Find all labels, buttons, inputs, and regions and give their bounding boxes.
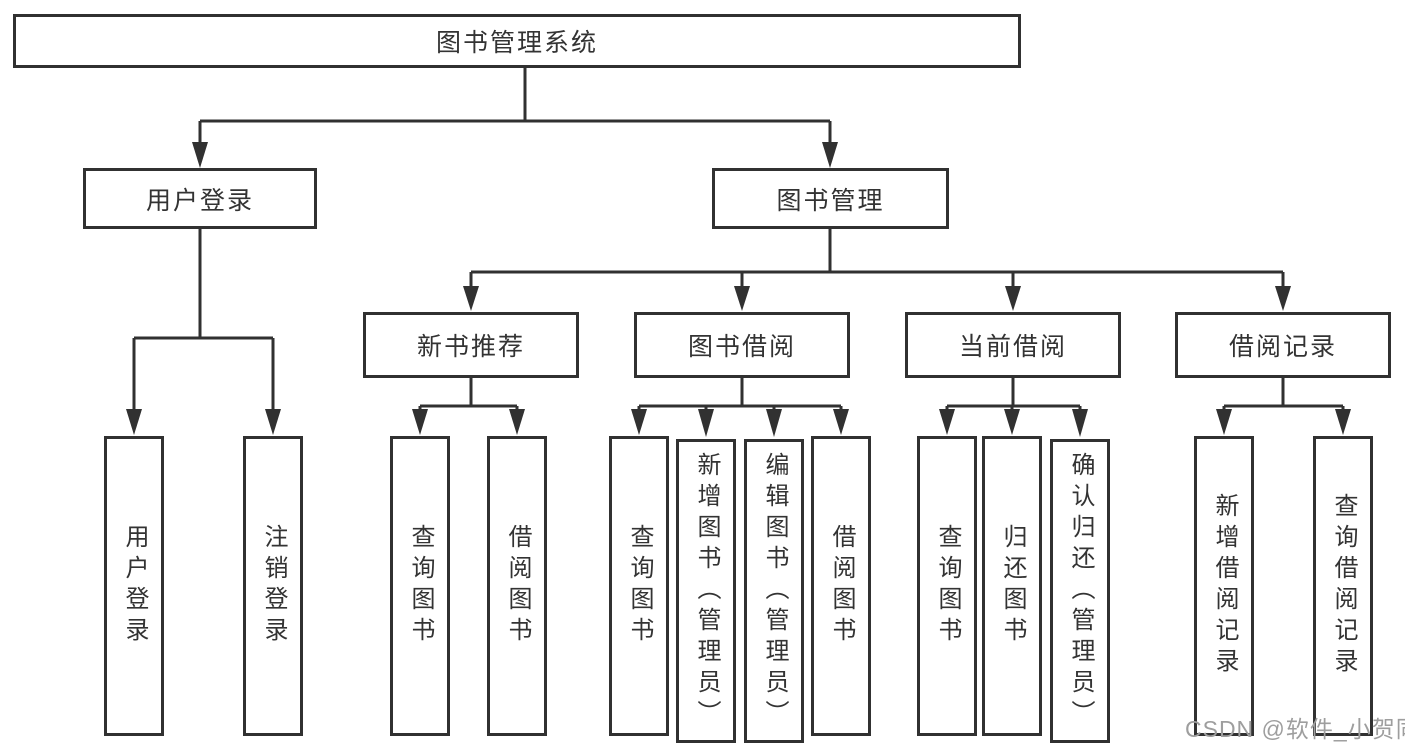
leaf-user-login: 用户登录 bbox=[104, 436, 164, 736]
node-label: 查询图书 bbox=[626, 524, 653, 648]
leaf-edit-books-admin: 编辑图书（管理员） bbox=[744, 439, 804, 743]
node-label: 用户登录 bbox=[121, 524, 148, 648]
node-label: 编辑图书（管理员） bbox=[761, 451, 788, 731]
node-label: 用户登录 bbox=[145, 186, 254, 215]
node-label: 新增图书（管理员） bbox=[693, 451, 720, 731]
node-user-login-branch: 用户登录 bbox=[83, 168, 317, 229]
leaf-query-borrow-record: 查询借阅记录 bbox=[1313, 436, 1373, 736]
leaf-add-books-admin: 新增图书（管理员） bbox=[676, 439, 736, 743]
leaf-confirm-return-admin: 确认归还（管理员） bbox=[1050, 439, 1110, 743]
node-book-borrow: 图书借阅 bbox=[634, 312, 850, 378]
connector-borrow-records-to-leaves bbox=[1216, 378, 1351, 435]
connector-book-management-to-categories bbox=[463, 229, 1291, 311]
leaf-query-books-current: 查询图书 bbox=[917, 436, 977, 736]
node-label: 注销登录 bbox=[260, 524, 287, 648]
node-new-book-recommend: 新书推荐 bbox=[363, 312, 579, 378]
connector-user-login-to-leaves bbox=[126, 229, 281, 435]
connector-root-to-branches bbox=[192, 68, 838, 168]
node-label: 图书借阅 bbox=[687, 333, 796, 361]
node-label: 查询图书 bbox=[934, 524, 961, 648]
node-label: 借阅图书 bbox=[828, 524, 855, 648]
node-label: 借阅图书 bbox=[504, 524, 531, 648]
node-label: 确认归还（管理员） bbox=[1067, 451, 1094, 731]
node-label: 新增借阅记录 bbox=[1211, 493, 1238, 679]
leaf-query-books-borrow: 查询图书 bbox=[609, 436, 669, 736]
node-label: 当前借阅 bbox=[958, 333, 1067, 361]
leaf-return-books: 归还图书 bbox=[982, 436, 1042, 736]
connector-book-borrow-to-leaves bbox=[631, 378, 849, 437]
node-library-management-system: 图书管理系统 bbox=[13, 14, 1021, 68]
leaf-add-borrow-record: 新增借阅记录 bbox=[1194, 436, 1254, 736]
leaf-borrow-books: 借阅图书 bbox=[811, 436, 871, 736]
node-label: 借阅记录 bbox=[1228, 333, 1337, 361]
node-label: 图书管理系统 bbox=[435, 29, 598, 57]
node-label: 查询借阅记录 bbox=[1330, 493, 1357, 679]
leaf-logout: 注销登录 bbox=[243, 436, 303, 736]
csdn-watermark: CSDN @软件_小贺同学 bbox=[1185, 716, 1405, 742]
leaf-borrow-books-recommend: 借阅图书 bbox=[487, 436, 547, 736]
node-borrow-records: 借阅记录 bbox=[1175, 312, 1391, 378]
node-current-borrow: 当前借阅 bbox=[905, 312, 1121, 378]
node-label: 查询图书 bbox=[407, 524, 434, 648]
leaf-query-books-recommend: 查询图书 bbox=[390, 436, 450, 736]
node-label: 图书管理 bbox=[776, 186, 885, 215]
connector-current-borrow-to-leaves bbox=[939, 378, 1088, 437]
node-book-management: 图书管理 bbox=[712, 168, 949, 229]
connector-new-book-recommend-to-leaves bbox=[412, 378, 525, 435]
node-label: 归还图书 bbox=[999, 524, 1026, 648]
node-label: 新书推荐 bbox=[416, 333, 525, 361]
